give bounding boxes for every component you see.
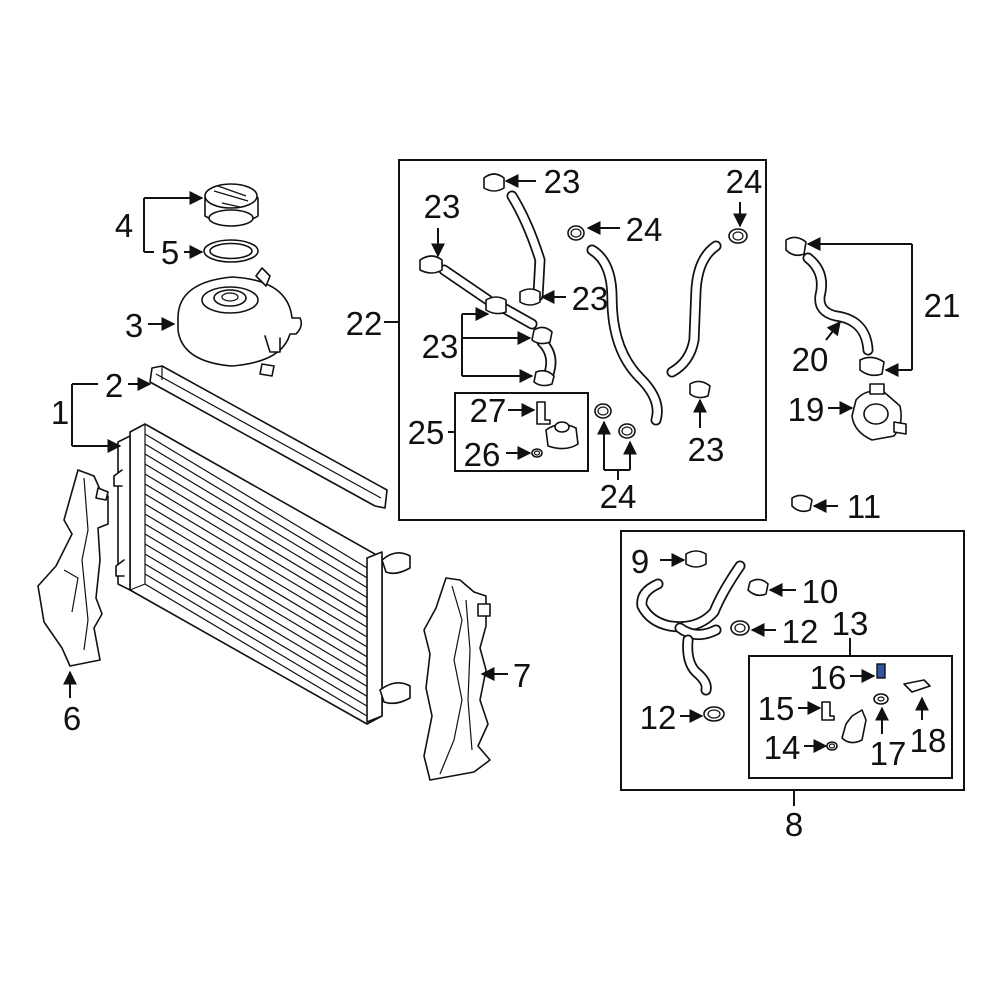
callout-25: 25	[408, 414, 445, 451]
reservoir-cap	[204, 183, 259, 227]
expansion-tank	[177, 267, 303, 377]
callout-18: 18	[910, 722, 947, 759]
callout-23-e: 23	[688, 431, 725, 468]
callout-12-upper: 12	[782, 613, 819, 650]
callout-19: 19	[788, 391, 825, 428]
callout-6: 6	[63, 700, 81, 737]
callout-20: 20	[792, 341, 829, 378]
right-air-guide	[423, 577, 491, 781]
radiator-fin	[144, 523, 368, 658]
radiator-fin	[144, 453, 368, 589]
radiator-fin	[144, 433, 368, 569]
callout-23-d: 23	[422, 328, 459, 365]
radiator-fin	[144, 533, 368, 668]
radiator-fin	[144, 553, 368, 687]
radiator-fin	[144, 473, 368, 608]
radiator-fins	[144, 433, 368, 707]
leader-lines	[63, 174, 929, 806]
o-ring-seal	[203, 239, 259, 263]
left-air-guide	[37, 469, 109, 667]
callout-10: 10	[802, 573, 839, 610]
callout-11: 11	[847, 488, 881, 525]
callout-24-a: 24	[626, 211, 663, 248]
radiator-fin	[144, 463, 368, 599]
radiator-fin	[144, 483, 368, 618]
callout-labels: 1 2 3 4 5 6 7 8 9 10 11 12 12 13 14 15 1…	[51, 163, 961, 843]
callout-14: 14	[764, 729, 801, 766]
callout-27: 27	[470, 392, 507, 429]
radiator-fin	[144, 563, 368, 697]
radiator-fin	[144, 513, 368, 648]
radiator-fin	[144, 543, 368, 678]
callout-26: 26	[464, 436, 501, 473]
hose-kit-box-22	[398, 159, 767, 521]
water-pump-hose-group	[785, 236, 907, 513]
callout-21: 21	[924, 287, 961, 324]
callout-17: 17	[870, 735, 907, 772]
callout-3: 3	[125, 307, 143, 344]
callout-22: 22	[346, 305, 383, 342]
callout-16: 16	[810, 659, 847, 696]
radiator-fin	[144, 493, 368, 628]
radiator-fin	[144, 503, 368, 638]
callout-8: 8	[785, 806, 803, 843]
radiator-fin	[144, 443, 368, 579]
callout-15: 15	[758, 690, 795, 727]
callout-23-a: 23	[544, 163, 581, 200]
callout-2: 2	[105, 367, 123, 404]
callout-1: 1	[51, 394, 69, 431]
pipe-kit-box-8	[620, 530, 965, 791]
coolant-hose-group	[419, 173, 748, 458]
callout-24-b: 24	[726, 163, 763, 200]
callout-9: 9	[631, 543, 649, 580]
callout-4: 4	[115, 207, 133, 244]
radiator	[113, 423, 411, 725]
radiator-fin	[144, 573, 368, 707]
callout-12-lower: 12	[640, 699, 677, 736]
callout-13: 13	[832, 605, 869, 642]
coolant-pipe-group	[636, 550, 931, 751]
callout-24-c: 24	[600, 478, 637, 515]
callout-7: 7	[513, 657, 531, 694]
callout-23-c: 23	[572, 280, 609, 317]
callout-23-b: 23	[424, 188, 461, 225]
callout-5: 5	[161, 234, 179, 271]
